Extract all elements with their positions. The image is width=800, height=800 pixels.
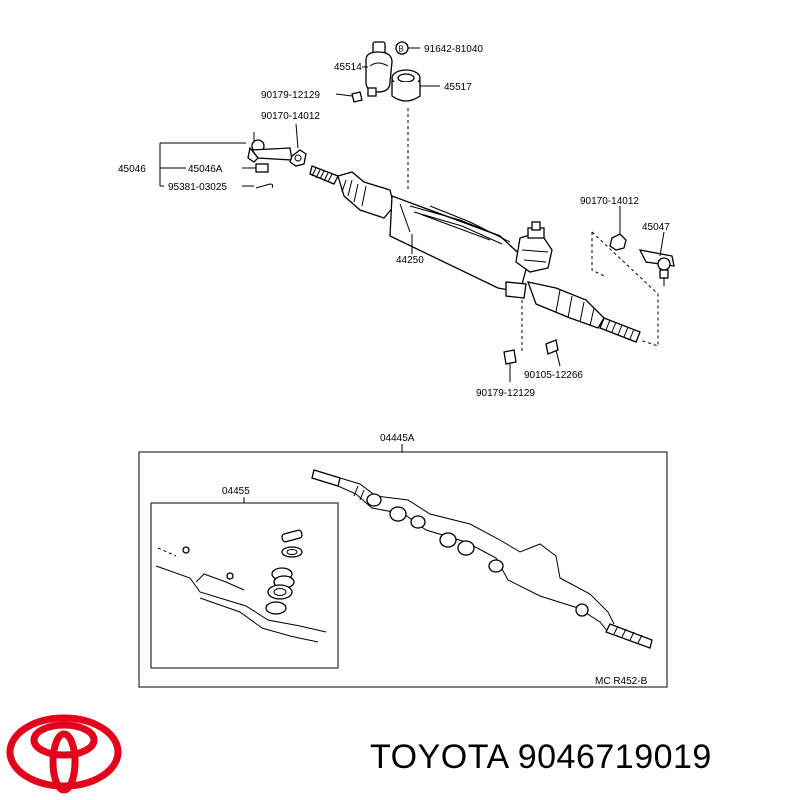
callout-91642-81040: 91642-81040 [424,44,483,55]
kit-rings [366,493,589,617]
callout-45514: 45514 [334,62,362,73]
seal-stack-04455 [265,529,303,615]
callout-90105-12266: 90105-12266 [524,370,583,381]
bushing-45517 [391,69,421,102]
callout-95381-03025: 95381-03025 [168,182,227,193]
clamp-45514 [365,41,393,97]
tie-rod-end-45047 [638,249,675,286]
threaded-rod-left [309,165,339,185]
callout-04445A: 04445A [380,433,415,444]
kit-box-04445A: 04445A 04455 [138,433,668,688]
callout-90170-14012-right: 90170-14012 [580,196,639,207]
tie-rod-end-45046 [247,132,293,163]
brand-name: TOYOTA [370,738,508,776]
callout-04455: 04455 [222,486,250,497]
brand-part-label: TOYOTA 9046719019 [370,738,712,777]
part-number: 9046719019 [517,738,712,776]
callout-90170-14012-left: 90170-14012 [261,111,320,122]
callout-45047: 45047 [642,222,670,233]
threaded-rod-right [599,317,641,343]
callout-90179-12129-top: 90179-12129 [261,90,320,101]
callout-44250: 44250 [396,255,424,266]
exploded-view: B [159,41,675,382]
callout-45046: 45046 [118,164,146,175]
callout-45517: 45517 [444,82,472,93]
bolt-marker-letter: B [399,45,404,54]
callout-90179-12129-bottom: 90179-12129 [476,388,535,399]
rack-housing-44250 [337,171,605,329]
kit-rack-outline [311,469,653,649]
toyota-logo-icon [6,714,122,794]
callout-45046A: 45046A [188,164,223,175]
reference-code: MC R452-B [595,676,648,687]
